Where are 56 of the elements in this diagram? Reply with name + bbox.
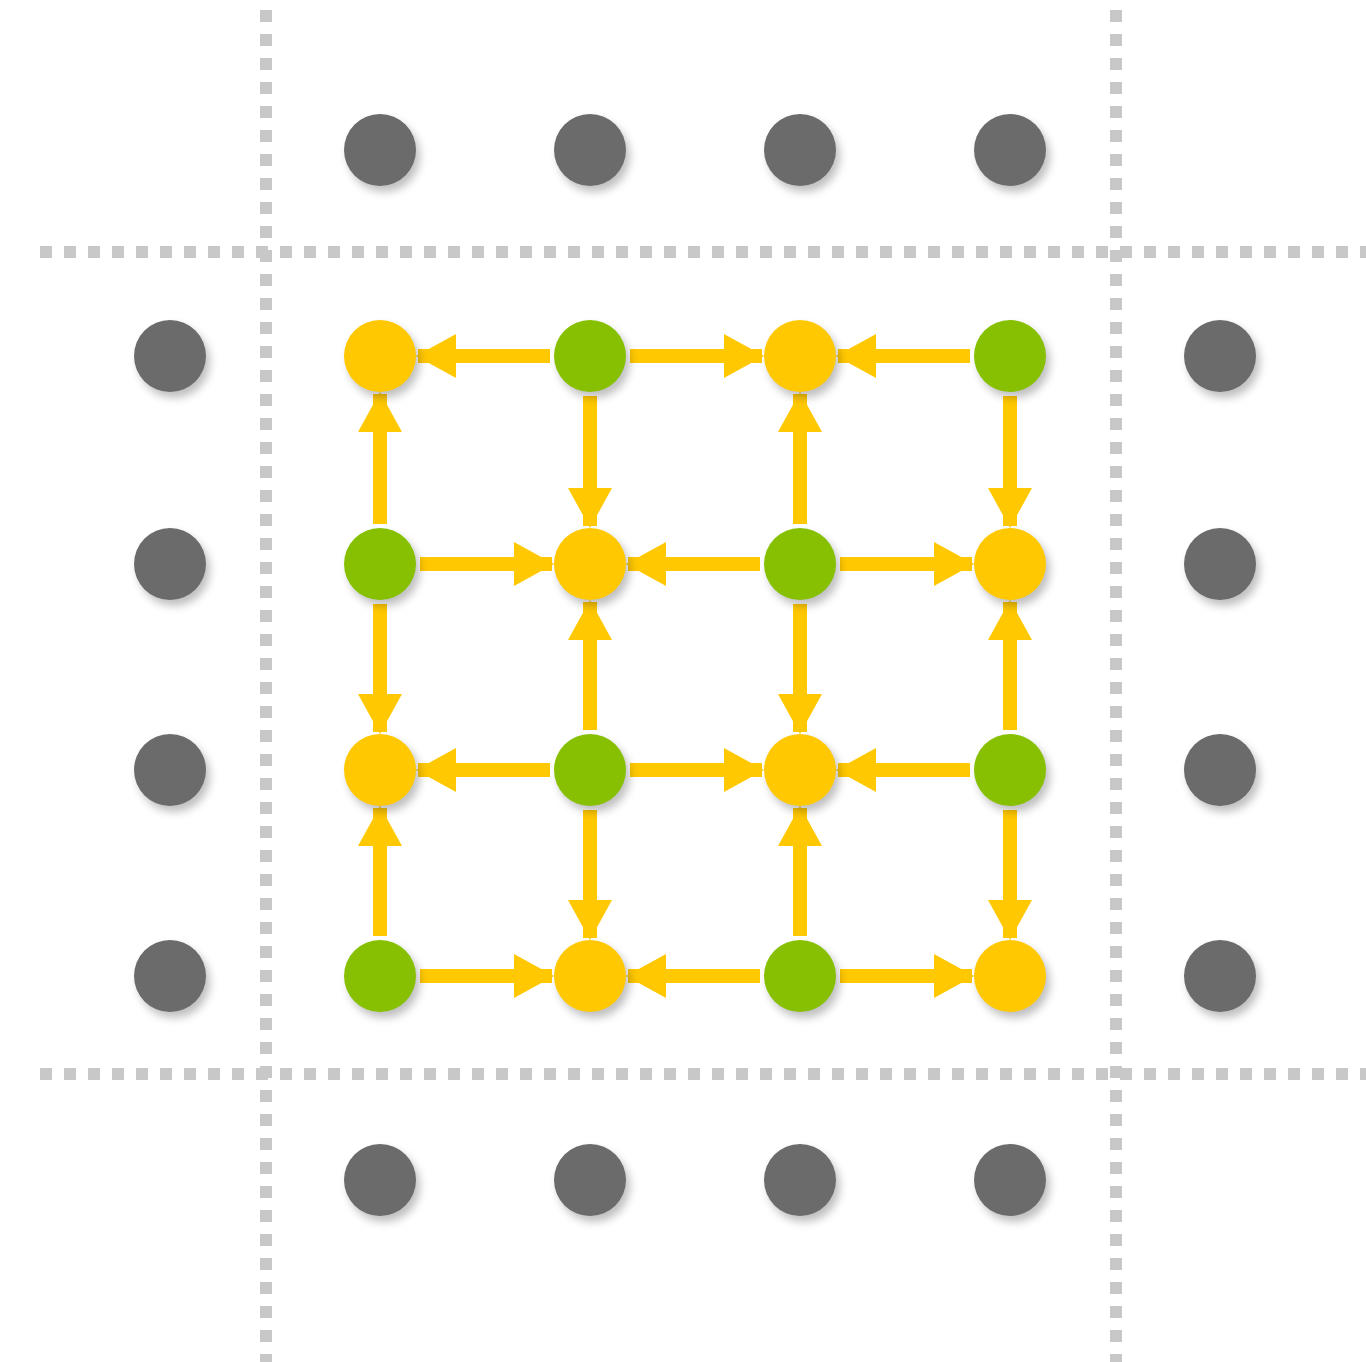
dot: [974, 734, 1046, 806]
dot: [344, 940, 416, 1012]
arrow: [988, 810, 1032, 940]
dot: [764, 1144, 836, 1216]
arrow: [778, 806, 822, 936]
dot: [134, 528, 206, 600]
arrow: [778, 604, 822, 734]
dot: [134, 320, 206, 392]
dot: [764, 940, 836, 1012]
dot: [974, 1144, 1046, 1216]
arrow: [568, 810, 612, 940]
arrow: [568, 600, 612, 730]
arrow: [630, 748, 764, 792]
arrow: [420, 542, 554, 586]
arrow: [358, 604, 402, 734]
arrow: [420, 954, 554, 998]
arrow: [630, 334, 764, 378]
arrow: [626, 542, 760, 586]
dot: [1184, 528, 1256, 600]
dot: [134, 940, 206, 1012]
dot: [554, 1144, 626, 1216]
dot: [554, 528, 626, 600]
dot: [764, 320, 836, 392]
arrow: [626, 954, 760, 998]
arrow: [836, 748, 970, 792]
arrow: [416, 334, 550, 378]
dot: [974, 528, 1046, 600]
arrow: [778, 392, 822, 524]
dot: [344, 114, 416, 186]
dot: [554, 940, 626, 1012]
arrow: [840, 954, 974, 998]
dot: [974, 320, 1046, 392]
arrow: [358, 392, 402, 524]
dot: [344, 734, 416, 806]
dot: [974, 114, 1046, 186]
dot: [1184, 734, 1256, 806]
arrow: [416, 748, 550, 792]
dot: [554, 320, 626, 392]
dot: [1184, 320, 1256, 392]
dot: [764, 528, 836, 600]
dot: [134, 734, 206, 806]
dot: [764, 114, 836, 186]
arrow: [840, 542, 974, 586]
arrow: [988, 396, 1032, 528]
dot: [974, 940, 1046, 1012]
dot: [764, 734, 836, 806]
arrow: [836, 334, 970, 378]
dot: [554, 114, 626, 186]
arrow: [988, 600, 1032, 730]
dot: [344, 1144, 416, 1216]
dot: [554, 734, 626, 806]
dot: [344, 320, 416, 392]
arrow: [568, 396, 612, 528]
arrow: [358, 806, 402, 936]
dot: [344, 528, 416, 600]
dot: [1184, 940, 1256, 1012]
